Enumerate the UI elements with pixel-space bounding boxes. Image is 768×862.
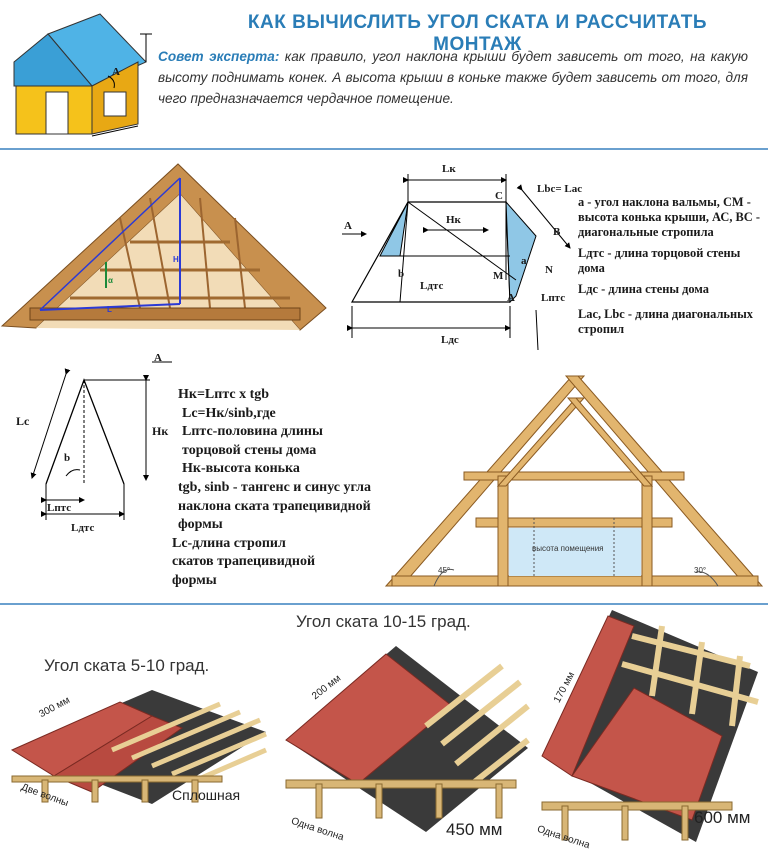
truss-illustration xyxy=(384,375,764,587)
house-angle-label: A xyxy=(112,66,120,78)
divider-top xyxy=(0,148,768,150)
diag-b: b xyxy=(398,268,405,280)
roof-600-illustration xyxy=(541,610,759,842)
diag-ldtc: Lдтс xyxy=(420,280,444,292)
diag-n: N xyxy=(545,264,553,276)
tip-label: Совет эксперта: xyxy=(158,49,280,64)
formula-line: Нк-высота конька xyxy=(182,461,300,477)
formula-line: Lc-длина стропил xyxy=(172,535,286,551)
formula-line: tgb, sinb - тангенс и синус угла xyxy=(178,479,371,495)
tri-ldts: Lдтс xyxy=(71,522,95,534)
tri-b: b xyxy=(64,452,71,464)
attic-roof-illustration xyxy=(0,163,327,331)
page-title: КАК ВЫЧИСЛИТЬ УГОЛ СКАТА И РАССЧИТАТЬ МО… xyxy=(247,12,708,55)
expert-tip: Совет эксперта: как правило, угол наклон… xyxy=(158,46,748,109)
legend-item: a - угол наклона вальмы, СМ - высота кон… xyxy=(578,195,760,239)
slope-header-5-10: Угол ската 5-10 град. xyxy=(44,656,210,675)
diag-a-arrow: A xyxy=(344,220,352,232)
house-illustration xyxy=(13,13,152,137)
formula-line: скатов трапецивидной xyxy=(172,554,316,570)
attic-l-label: L xyxy=(107,305,112,314)
legend-item: Lac, Lbc - длина диагональных стропил xyxy=(578,307,753,336)
formulas-block: Нк=Lптс х tgb Lc=Нк/sinb,где Lптс-полови… xyxy=(172,386,371,591)
diag-c: C xyxy=(495,190,503,202)
attic-angle-label: α xyxy=(108,276,113,285)
roof2-step: 450 мм xyxy=(446,820,503,839)
tri-hk: Нк xyxy=(152,424,169,438)
diag-alpha: a xyxy=(521,255,527,267)
rafter-triangle-diagram xyxy=(30,361,172,520)
diag-lbc: Lbc= Lac xyxy=(537,183,583,195)
attic-h-label: H xyxy=(173,255,179,264)
formula-line: формы xyxy=(172,572,217,588)
roof-5-10-illustration xyxy=(10,690,267,804)
diag-hk: Нк xyxy=(446,214,461,226)
diagram-legend: a - угол наклона вальмы, СМ - высота кон… xyxy=(578,195,760,343)
diag-ldc: Lдс xyxy=(441,334,459,346)
formula-line: Нк=Lптс х tgb xyxy=(178,387,270,402)
truss-angle-30: 30° xyxy=(694,566,707,575)
diag-lnts: Lптс xyxy=(541,292,566,304)
hip-roof-diagram xyxy=(342,174,571,351)
slope-header-10-15: Угол ската 10-15 град. xyxy=(296,612,471,631)
formula-line: Lптс-половина длины xyxy=(182,424,323,440)
tri-lpts: Lптс xyxy=(47,502,72,514)
formula-line: Lc=Нк/sinb,где xyxy=(182,405,276,421)
tip-text: как правило, угол наклона крыши будет за… xyxy=(158,49,748,106)
tri-lc: Lc xyxy=(16,414,30,428)
formula-line: формы xyxy=(178,517,223,533)
diag-a-point: A xyxy=(507,292,515,304)
roof1-type: Сплошная xyxy=(172,787,241,803)
diag-b-point: B xyxy=(553,226,561,238)
legend-item: Lдтс - длина торцовой стены дома xyxy=(578,246,741,275)
diag-lk: Lк xyxy=(442,163,456,175)
tri-a: A xyxy=(154,352,162,364)
divider-bottom xyxy=(0,603,768,605)
legend-item: Lдс - длина стены дома xyxy=(578,282,709,296)
roof-450-illustration xyxy=(285,646,530,832)
truss-room-height: высота помещения xyxy=(532,544,604,553)
roof3-step: 600 мм xyxy=(694,808,751,827)
truss-angle-45: 45° xyxy=(438,566,451,575)
diag-m: M xyxy=(493,270,504,282)
formula-line: наклона ската трапецивидной xyxy=(178,498,371,514)
formula-line: торцовой стены дома xyxy=(182,442,317,458)
